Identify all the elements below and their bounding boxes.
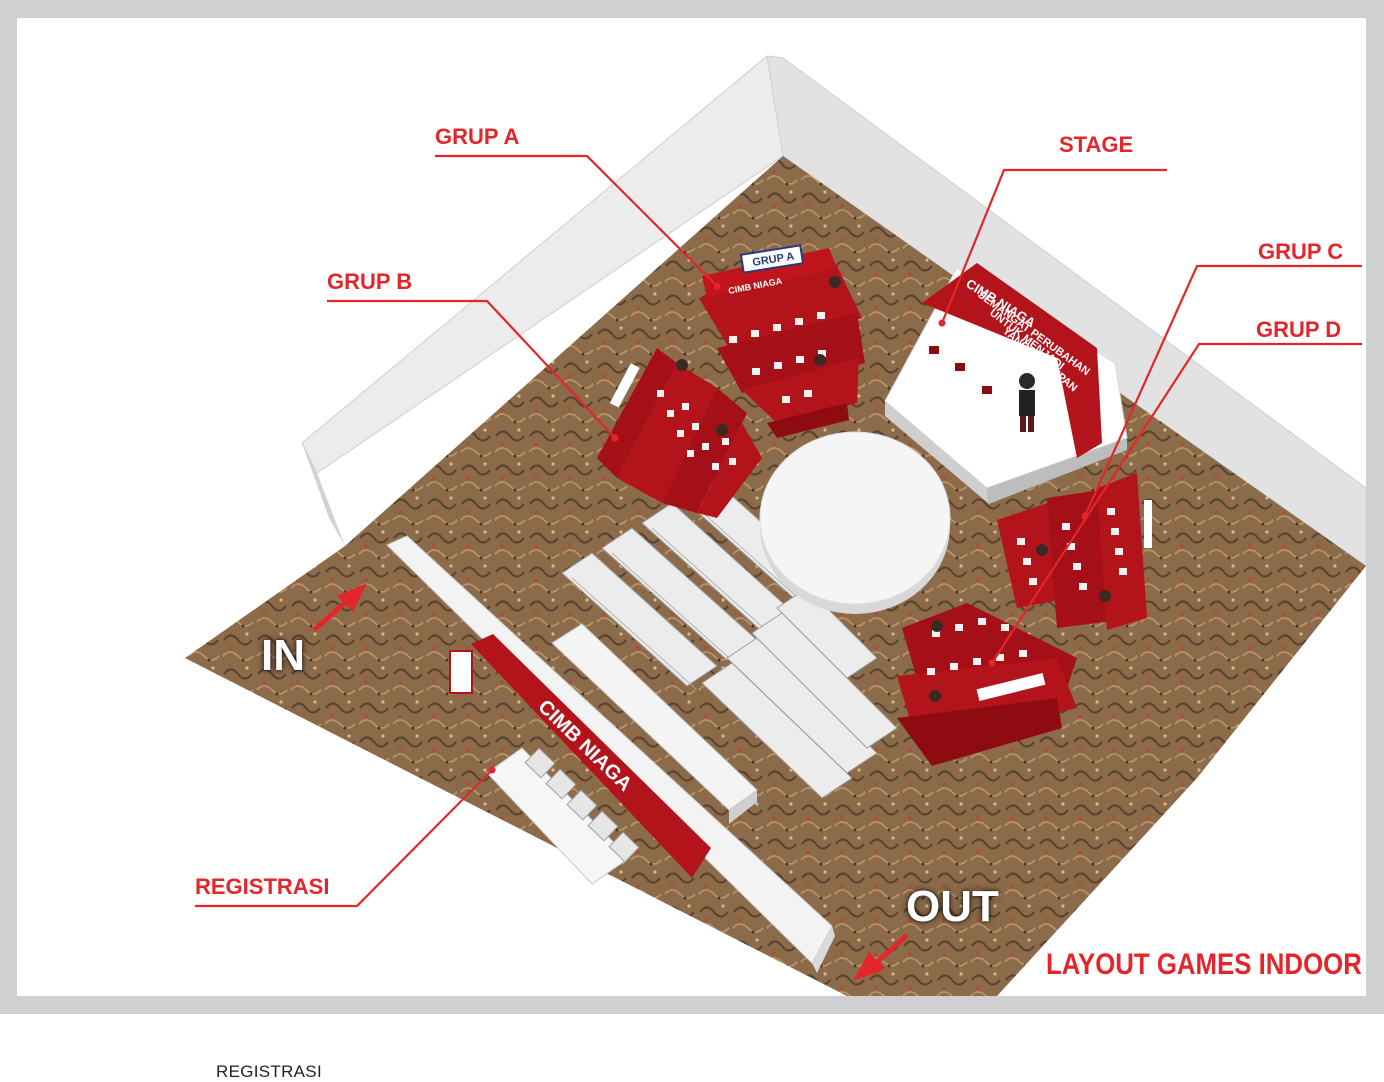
standing-banner	[449, 650, 473, 694]
label-out: OUT	[906, 882, 999, 931]
left-wall-end	[302, 443, 345, 546]
leader-grup-a	[435, 154, 718, 287]
leader-grup-b	[327, 299, 616, 439]
label-grup-a: GRUP A	[435, 124, 520, 149]
leader-grup-c	[1083, 264, 1362, 517]
caption-text: REGISTRASI	[216, 1062, 322, 1081]
leader-dots	[488, 282, 1089, 774]
leader-registrasi	[195, 769, 493, 908]
registration-banner	[471, 634, 711, 878]
label-in: IN	[261, 631, 305, 680]
floorplan-scene: CIMB NIAGA	[185, 55, 1366, 996]
out-arrow	[853, 933, 909, 981]
label-registrasi: REGISTRASI	[195, 874, 330, 899]
leader-lines	[195, 154, 1362, 908]
layout-title: LAYOUT GAMES INDOOR	[1046, 948, 1362, 981]
registration-chairs	[524, 747, 640, 863]
stage-backdrop	[922, 263, 1102, 458]
group-a-bleacher: GRUP A CIMB NIAGA	[699, 244, 865, 438]
back-right-wall	[766, 55, 1366, 567]
group-b-bleacher	[597, 348, 762, 518]
group-d-bleacher	[897, 603, 1077, 766]
label-grup-d: GRUP D	[1256, 317, 1342, 342]
group-c-bleacher	[997, 473, 1152, 630]
in-arrow	[312, 583, 367, 632]
label-grup-b: GRUP B	[327, 269, 413, 294]
image-frame: CIMB NIAGA	[0, 0, 1384, 1014]
label-stage: STAGE	[1059, 132, 1134, 157]
group-a-sign	[739, 244, 805, 274]
leader-stage	[940, 168, 1167, 324]
audience-chairs-right	[701, 587, 898, 799]
host-figure	[1019, 373, 1035, 432]
floorplan-render: CIMB NIAGA	[17, 18, 1366, 996]
leader-grup-d	[991, 342, 1362, 664]
group-d-sign	[976, 672, 1046, 702]
label-grup-c: GRUP C	[1258, 239, 1344, 264]
